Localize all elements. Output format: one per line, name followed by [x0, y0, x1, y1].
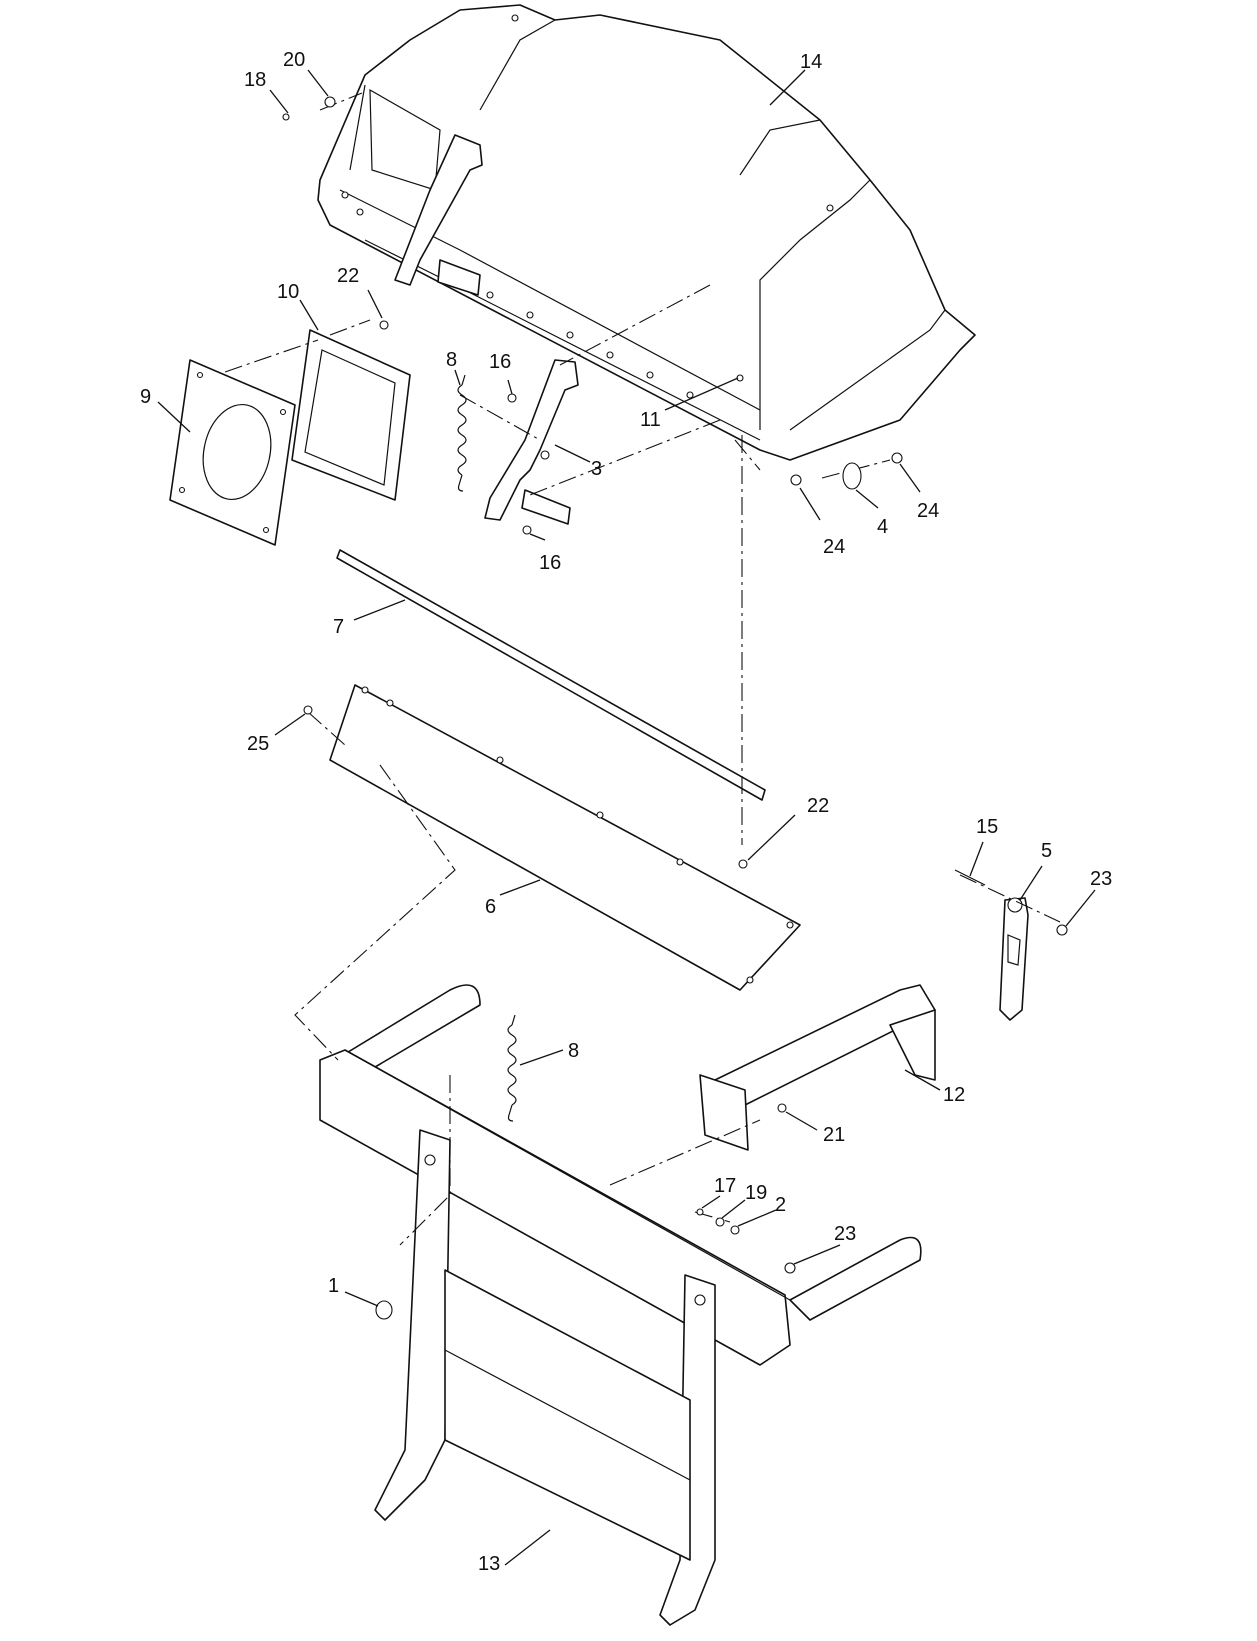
callout-23-lower: 23 [834, 1223, 856, 1245]
part-18-screw [282, 113, 290, 121]
part-8-spring-lower [507, 1014, 517, 1122]
callout-16-upper: 16 [489, 351, 511, 373]
part-8-spring-upper [457, 374, 467, 492]
callout-4: 4 [877, 516, 888, 538]
callout-15: 15 [976, 816, 998, 838]
callout-12: 12 [943, 1084, 965, 1106]
part-24-nut-a [790, 474, 802, 486]
part-16-bolt-lower [522, 525, 532, 535]
callout-1: 1 [328, 1275, 339, 1297]
callout-6: 6 [485, 896, 496, 918]
callout-20: 20 [283, 49, 305, 71]
callout-19: 19 [745, 1182, 767, 1204]
callout-5: 5 [1041, 840, 1052, 862]
part-25-rivet [303, 705, 313, 715]
part-22-nut-lower [738, 859, 748, 869]
part-6-panel [329, 684, 801, 991]
leader-lines [157, 69, 1096, 1566]
callout-22-upper: 22 [337, 265, 359, 287]
part-3-bracket [484, 359, 579, 525]
callouts: 18 20 14 10 22 8 16 9 11 3 24 4 24 16 7 … [140, 49, 1112, 1575]
part-19-washer [715, 1217, 725, 1227]
callout-23-upper: 23 [1090, 868, 1112, 890]
part-12-arm [699, 984, 936, 1151]
callout-24-left: 24 [823, 536, 845, 558]
callout-17: 17 [714, 1175, 736, 1197]
callout-11: 11 [640, 409, 661, 431]
part-7-strip [336, 549, 766, 801]
part-24-nut-b [891, 452, 903, 464]
callout-14: 14 [800, 51, 822, 73]
callout-22-lower: 22 [807, 795, 829, 817]
callout-7: 7 [333, 616, 344, 638]
part-21-bolt [777, 1103, 787, 1113]
part-16-bolt-upper [507, 393, 517, 403]
part-14-hood [317, 4, 976, 461]
part-9-plate [169, 359, 296, 546]
callout-18: 18 [244, 69, 266, 91]
part-20-washer [324, 96, 336, 108]
hardware [282, 96, 1068, 1320]
part-5-latch [999, 897, 1029, 1021]
callout-10: 10 [277, 281, 299, 303]
callout-9: 9 [140, 386, 151, 408]
callout-25: 25 [247, 733, 269, 755]
part-2-spacer [730, 1225, 740, 1235]
callout-21: 21 [823, 1124, 845, 1146]
part-23-nut-lower [784, 1262, 796, 1274]
part-13-frame [319, 984, 922, 1626]
part-1-plug [375, 1300, 393, 1320]
part-23-nut-upper [1056, 924, 1068, 936]
callout-2: 2 [775, 1194, 786, 1216]
callout-13: 13 [478, 1553, 500, 1575]
callout-8-lower: 8 [568, 1040, 579, 1062]
part-10-gasket [291, 329, 411, 501]
part-15-bolt [954, 869, 986, 886]
part-22-nut-upper [379, 320, 389, 330]
part-4-washer [842, 462, 862, 490]
part-17-bolt [696, 1208, 704, 1216]
callout-8-upper: 8 [446, 349, 457, 371]
callout-16-lower: 16 [539, 552, 561, 574]
callout-24-right: 24 [917, 500, 939, 522]
callout-3: 3 [591, 458, 602, 480]
